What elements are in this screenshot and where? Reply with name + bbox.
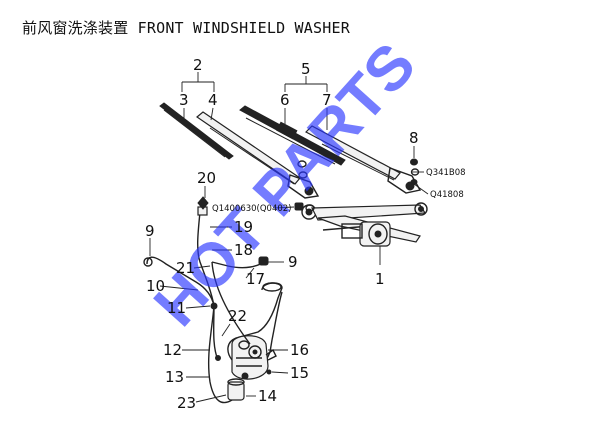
washer-hoses — [143, 196, 269, 404]
callout-2: 2 — [193, 56, 203, 74]
callout-21: 21 — [176, 259, 195, 277]
code-q41808: Q41808 — [430, 190, 464, 200]
callout-7: 7 — [322, 91, 332, 109]
watermark: HOT PARTS — [141, 30, 429, 339]
callout-16: 16 — [290, 341, 309, 359]
callout-5: 5 — [301, 60, 311, 78]
wiper-blade-6 — [239, 105, 346, 166]
callout-13: 13 — [165, 368, 184, 386]
callout-3: 3 — [179, 91, 189, 109]
callout-4: 4 — [208, 91, 218, 109]
washer-pump-14 — [227, 372, 249, 401]
callout-23: 23 — [177, 394, 196, 412]
callout-18: 18 — [234, 241, 253, 259]
callout-20: 20 — [197, 169, 216, 187]
watermark-text: HOT PARTS — [141, 30, 429, 339]
code-q1400630: Q1400630(Q0402) — [212, 204, 292, 214]
part-codes: Q1400630(Q0402) Q341B08 Q41808 — [212, 168, 466, 214]
diagram-title: 前风窗洗涤装置 FRONT WINDSHIELD WASHER — [22, 19, 350, 37]
leader-lines — [149, 72, 429, 403]
callout-17: 17 — [246, 270, 265, 288]
callout-14: 14 — [258, 387, 277, 405]
callout-12: 12 — [163, 341, 182, 359]
washer-jet-clip — [294, 202, 315, 212]
wiper-arm-4 — [196, 111, 320, 199]
callout-10: 10 — [146, 277, 165, 295]
code-q341b08: Q341B08 — [426, 168, 466, 178]
callout-22: 22 — [228, 307, 247, 325]
callout-6: 6 — [280, 91, 290, 109]
washer-reservoir-16 — [227, 282, 283, 380]
callout-19: 19 — [234, 218, 253, 236]
callout-1: 1 — [375, 270, 385, 288]
callout-11: 11 — [167, 299, 186, 317]
callout-8: 8 — [409, 129, 419, 147]
callout-9-lower: 9 — [288, 253, 298, 271]
callout-9-upper: 9 — [145, 222, 155, 240]
wiper-blade-3 — [159, 102, 234, 160]
callout-labels: 2 3 4 5 6 7 8 20 9 19 18 21 9 17 1 10 11… — [145, 56, 419, 412]
callout-15: 15 — [290, 364, 309, 382]
wiper-linkage-motor-1 — [301, 202, 428, 265]
